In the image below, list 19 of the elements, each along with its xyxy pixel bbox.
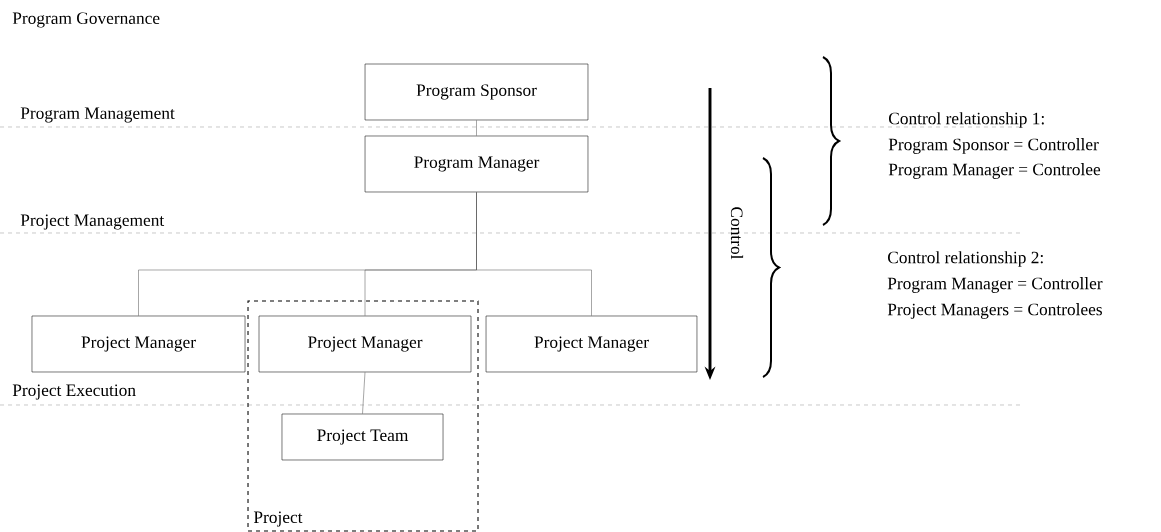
relationship-note: Program Manager = Controlee (888, 163, 1101, 179)
section-label: Program Governance (12, 12, 160, 28)
relationship-note: Project Managers = Controlees (887, 303, 1102, 319)
section-label: Program Management (20, 107, 175, 123)
section-label: Project Management (20, 214, 165, 230)
role-box: Project Manager (31, 315, 246, 373)
relationship-note: Program Sponsor = Controller (888, 138, 1099, 154)
connector-line (476, 120, 477, 136)
role-box: Project Team (281, 413, 444, 461)
role-box: Program Sponsor (364, 63, 589, 121)
connector-line (476, 192, 592, 316)
relationship-note: Control relationship 1: (889, 112, 1044, 128)
role-box: Program Manager (364, 135, 589, 193)
role-box: Project Manager (258, 315, 472, 373)
relationship-note: Program Manager = Controller (887, 277, 1103, 293)
arrow-label: Control (730, 207, 744, 260)
relationship-note: Control relationship 2: (888, 251, 1043, 267)
connector-line (362, 372, 366, 414)
role-box: Project Manager (485, 315, 698, 373)
